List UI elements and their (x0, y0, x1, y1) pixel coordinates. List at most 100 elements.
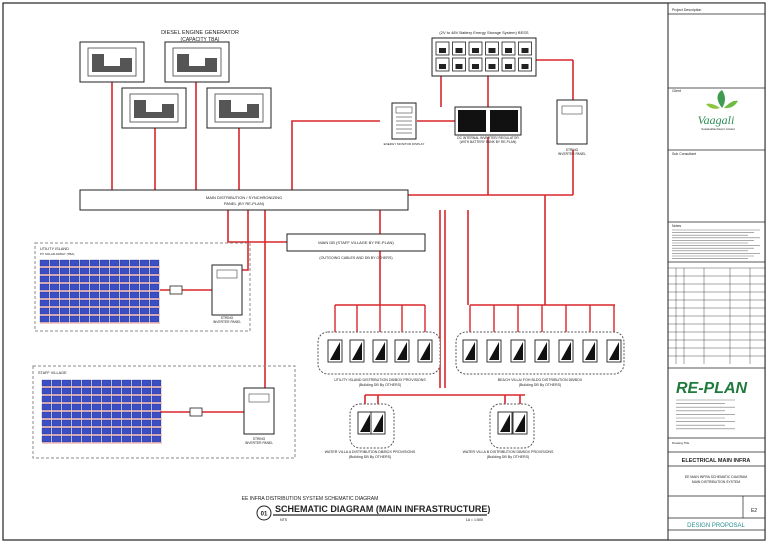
pv-panel-icon (91, 403, 102, 411)
pv-panel-icon (81, 403, 92, 411)
pv-array-staff (41, 379, 162, 444)
pv-panel-icon (91, 419, 102, 427)
staff-village-label: STAFF VILLAGE (38, 371, 67, 375)
pv-panel-icon (119, 307, 130, 315)
pv-panel-icon (101, 411, 112, 419)
pv-panel-icon (69, 283, 80, 291)
pv-panel-icon (79, 267, 90, 275)
pv-panel-icon (139, 307, 150, 315)
pv-panel-icon (101, 395, 112, 403)
pv-panel-icon (129, 259, 140, 267)
pv-panel-icon (61, 419, 72, 427)
battery-terminal-icon (505, 48, 512, 53)
tb-client-logo: Vaagali (698, 113, 735, 127)
pv-panel-icon (81, 419, 92, 427)
pv-panel-icon (61, 411, 72, 419)
pv-panel-icon (149, 315, 160, 323)
staff-inverter-line1: STRING (253, 437, 266, 441)
tb-drawing-header: Drawing Title (672, 441, 690, 445)
pv-panel-icon (91, 379, 102, 387)
pv-panel-icon (131, 411, 142, 419)
pv-panel-icon (51, 411, 62, 419)
pv-panel-icon (81, 379, 92, 387)
db-boxes (327, 339, 622, 435)
pv-panel-icon (89, 259, 100, 267)
pv-panel-icon (81, 395, 92, 403)
pv-panel-icon (91, 435, 102, 443)
battery-terminal-icon (521, 64, 529, 69)
db-box-fill (515, 414, 525, 432)
pv-panel-icon (129, 291, 140, 299)
pv-panel-icon (39, 307, 50, 315)
pv-panel-icon (151, 419, 162, 427)
db-box-fill (585, 342, 595, 360)
pv-panel-icon (51, 379, 62, 387)
pv-panel-icon (121, 435, 132, 443)
pv-panel-icon (101, 427, 112, 435)
drawing-number-bubble (256, 505, 272, 521)
utility-inverter-line2: INVERTER PANEL (213, 320, 241, 324)
pv-panel-icon (69, 315, 80, 323)
generator-4 (206, 87, 272, 129)
pv-panel-icon (99, 299, 110, 307)
pv-panel-icon (101, 379, 112, 387)
pv-panel-icon (61, 395, 72, 403)
pv-panel-icon (129, 307, 140, 315)
pv-panel-icon (69, 267, 80, 275)
pv-panel-icon (131, 395, 142, 403)
pv-panel-icon (109, 291, 120, 299)
pv-panel-icon (71, 387, 82, 395)
pv-panel-icon (141, 427, 152, 435)
pv-panel-icon (49, 283, 60, 291)
db-group-beach-line2: (Building DB By OTHERS) (519, 383, 561, 387)
pv-panel-icon (89, 315, 100, 323)
pv-panel-icon (91, 395, 102, 403)
pv-panel-icon (139, 259, 150, 267)
pv-panel-icon (141, 387, 152, 395)
pv-panel-icon (141, 403, 152, 411)
pv-panel-icon (51, 403, 62, 411)
db-group-utility-line1: UTILITY ISLAND DISTRIBUTION DB/BOX PROVI… (334, 378, 426, 382)
utility-island-sublabel: PV SOLAR ARRAY (TBA) (40, 252, 74, 256)
db-box-fill (537, 342, 547, 360)
pv-panel-icon (131, 403, 142, 411)
pv-panel-icon (59, 275, 70, 283)
pv-panel-icon (81, 435, 92, 443)
pv-panel-icon (71, 403, 82, 411)
pv-panel-icon (61, 403, 72, 411)
battery-terminal-icon (455, 64, 463, 69)
pv-panel-icon (129, 275, 140, 283)
pv-panel-icon (49, 259, 60, 267)
battery-terminal-icon (472, 48, 479, 53)
pv-panel-icon (121, 419, 132, 427)
pv-panel-icon (99, 283, 110, 291)
pv-panel-icon (139, 299, 150, 307)
bess-label: (2V to 48V Battery Energy Storage System… (439, 30, 528, 35)
pv-panel-icon (49, 307, 60, 315)
pv-panel-icon (71, 419, 82, 427)
pv-panel-icon (99, 275, 110, 283)
db-box-fill (489, 342, 499, 360)
dc-inverter (454, 106, 522, 136)
battery-terminal-icon (472, 64, 479, 69)
revision-table (668, 267, 765, 364)
db-box-fill (465, 342, 475, 360)
pv-panel-icon (121, 403, 132, 411)
pv-panel-icon (99, 315, 110, 323)
pv-panel-icon (69, 259, 80, 267)
pv-panel-icon (111, 427, 122, 435)
pv-panel-icon (79, 315, 90, 323)
pv-panel-icon (101, 403, 112, 411)
dc-inverter-line2: (WITH BATTERY BANK BY RE-PLAN) (460, 140, 517, 144)
generator-3 (121, 87, 187, 129)
pv-panel-icon (111, 387, 122, 395)
bess-unit (431, 37, 537, 77)
drawing-scale-right: 1A = 1:500 (466, 518, 483, 522)
pv-panel-icon (79, 283, 90, 291)
pv-panel-icon (51, 419, 62, 427)
pv-array-utility (39, 259, 160, 324)
pv-panel-icon (151, 395, 162, 403)
pv-panel-icon (39, 299, 50, 307)
pv-panel-icon (89, 299, 100, 307)
db-box-fill (375, 342, 385, 360)
